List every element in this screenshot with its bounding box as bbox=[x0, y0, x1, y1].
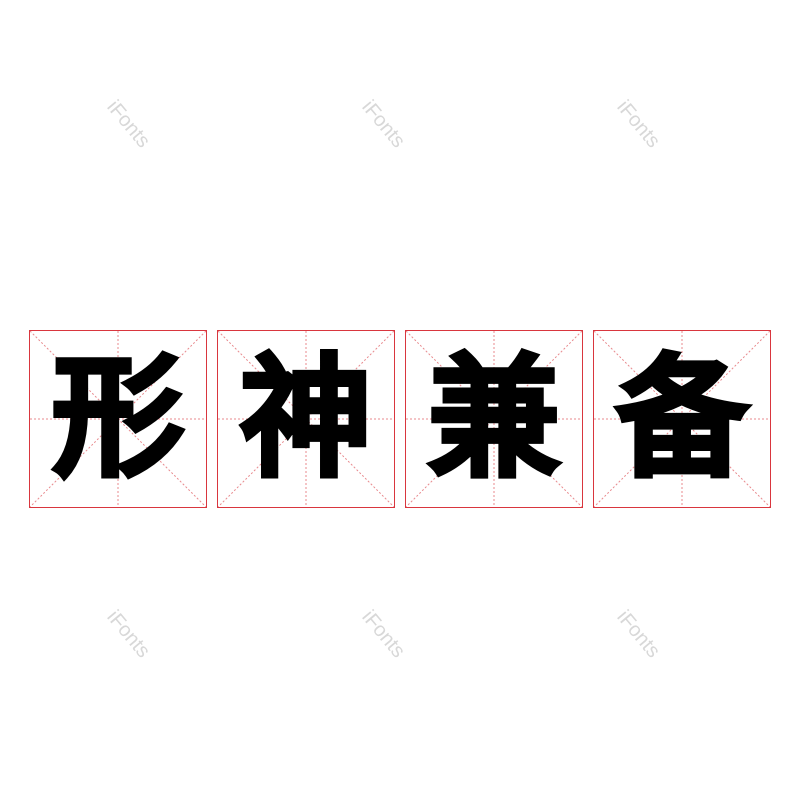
watermark: iFonts bbox=[357, 606, 410, 663]
character: 兼 bbox=[426, 340, 562, 498]
watermark: iFonts bbox=[612, 606, 665, 663]
character-grid-cell: 备 bbox=[593, 330, 771, 508]
watermark: iFonts bbox=[102, 96, 155, 153]
character-grid-cell: 形 bbox=[29, 330, 207, 508]
character: 备 bbox=[614, 340, 750, 498]
watermark: iFonts bbox=[357, 96, 410, 153]
grid-guides bbox=[218, 331, 394, 507]
watermark: iFonts bbox=[102, 606, 155, 663]
character: 形 bbox=[50, 340, 186, 498]
watermark: iFonts bbox=[612, 96, 665, 153]
grid-guides bbox=[30, 331, 206, 507]
character-grid-cell: 兼 bbox=[405, 330, 583, 508]
grid-guides bbox=[406, 331, 582, 507]
character-grid-cell: 神 bbox=[217, 330, 395, 508]
grid-guides bbox=[594, 331, 770, 507]
character: 神 bbox=[238, 340, 374, 498]
